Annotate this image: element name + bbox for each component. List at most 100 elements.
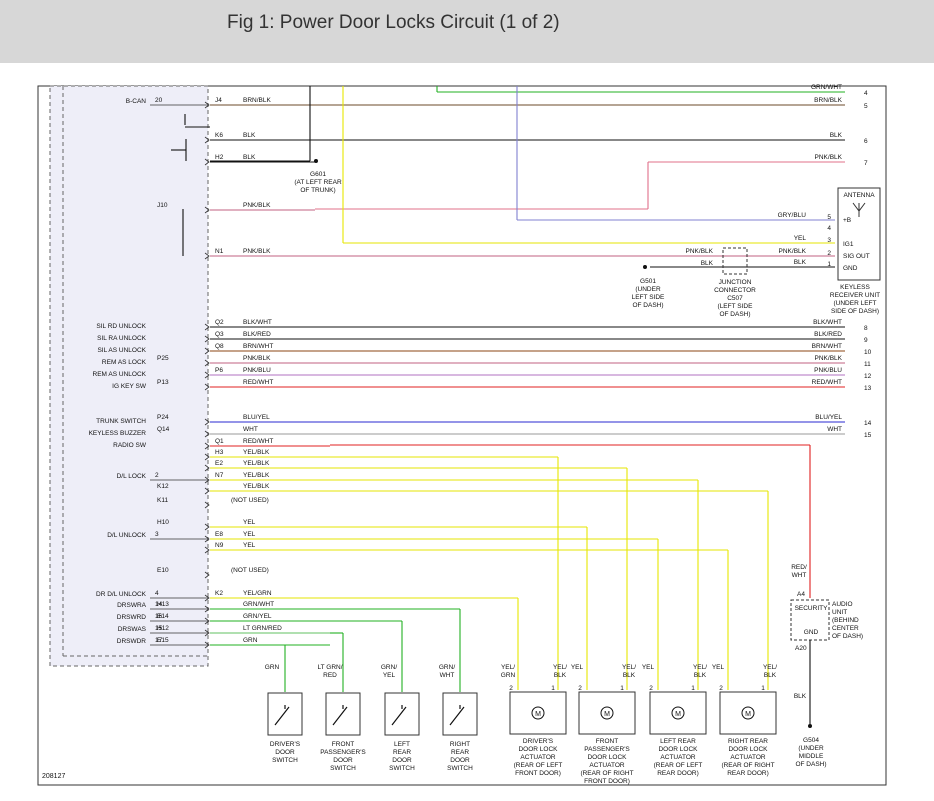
connector-arrow <box>204 347 210 355</box>
pin-number: 10 <box>864 349 872 356</box>
connector-arrow <box>204 136 210 144</box>
signal-label: TRUNK SWITCH <box>96 418 146 425</box>
switch-description: DOOR <box>450 757 470 764</box>
module-pin-label: D/L UNLOCK <box>107 532 146 539</box>
wire-right-label: PNK/BLK <box>815 154 843 161</box>
switch-description: SWITCH <box>389 765 415 772</box>
wire-right-label: BLK/WHT <box>813 319 842 326</box>
switch-description: DOOR <box>333 757 353 764</box>
actuator-description: FRONT DOOR) <box>584 778 630 785</box>
connector-pin-label: H2 <box>215 154 224 161</box>
wire-right-label: GRN/WHT <box>811 84 842 91</box>
connector-pin-label: Q3 <box>215 331 224 338</box>
audio-description: CENTER <box>832 625 859 632</box>
audio-pin-label: A4 <box>797 591 805 598</box>
actuator-description: (REAR OF RIGHT <box>721 762 774 769</box>
audio-description: (BEHIND <box>832 617 859 624</box>
connector-pin-label: P6 <box>215 367 223 374</box>
wire-color-label: GRN/ <box>381 664 397 671</box>
actuator-pin: 2 <box>719 685 723 692</box>
actuator-description: DOOR LOCK <box>518 746 558 753</box>
signal-label: REM AS LOCK <box>102 359 147 366</box>
keyless-pin-label: +B <box>843 217 851 224</box>
connector-arrow <box>204 158 210 166</box>
wire-color-label: YEL/BLK <box>243 449 270 456</box>
junction-description: CONNECTOR <box>714 287 756 294</box>
pin-number: 6 <box>864 138 868 145</box>
pin-number: 5 <box>864 103 868 110</box>
wire-color-label: GRN <box>501 672 516 679</box>
actuator-description: ACTUATOR <box>730 754 765 761</box>
module-pin-label: DRSWRD <box>117 614 147 621</box>
switch-description: REAR <box>393 749 411 756</box>
connector-arrow <box>204 594 210 602</box>
actuator-description: DOOR LOCK <box>728 746 768 753</box>
audio-description: AUDIO <box>832 601 853 608</box>
actuator-description: DRIVER'S <box>523 738 554 745</box>
ground-description: (AT LEFT REAR <box>294 179 342 186</box>
connector-pin-label: H13 <box>157 601 169 608</box>
wire-color-label: PNK/BLU <box>243 367 271 374</box>
switch-description: DRIVER'S <box>270 741 301 748</box>
actuator-description: DOOR LOCK <box>658 746 698 753</box>
diagram-id: 208127 <box>42 773 65 780</box>
signal-label: RADIO SW <box>113 442 147 449</box>
wire-color-label: YEL/ <box>501 664 515 671</box>
module-pin-number: 14 <box>155 601 163 608</box>
connector-pin-label: E8 <box>215 531 223 538</box>
connector-arrow <box>204 523 210 531</box>
actuator-pin: 1 <box>691 685 695 692</box>
switch-description: RIGHT <box>450 741 470 748</box>
switch-description: SWITCH <box>447 765 473 772</box>
keyless-pin-label: SIG OUT <box>843 253 870 260</box>
wire-color-label: RED/WHT <box>243 438 273 445</box>
motor-label: M <box>535 711 541 718</box>
wire-color-label: RED/ <box>791 564 807 571</box>
pin-number: 4 <box>864 90 868 97</box>
wire-right-label: BRN/WHT <box>812 343 842 350</box>
actuator-description: ACTUATOR <box>589 762 624 769</box>
wire-color-label: YEL/BLK <box>243 483 270 490</box>
connector-pin-label: H12 <box>157 625 169 632</box>
connector-arrow <box>204 535 210 543</box>
connector-arrow <box>204 430 210 438</box>
actuator-description: (REAR OF LEFT <box>514 762 563 769</box>
junction-description: OF DASH) <box>719 311 750 318</box>
connector-arrow <box>204 641 210 649</box>
connector-arrow <box>204 464 210 472</box>
connector-arrow <box>204 571 210 579</box>
connector-pin-label: Q8 <box>215 343 224 350</box>
keyless-description: (UNDER LEFT <box>834 300 877 307</box>
wire-color-label: YEL/ <box>763 664 777 671</box>
keyless-pin-number: 3 <box>827 237 831 244</box>
ground-description: MIDDLE <box>799 753 824 760</box>
connector-pin-label: K12 <box>157 483 169 490</box>
actuator-pin: 2 <box>509 685 513 692</box>
antenna-label: ANTENNA <box>843 192 875 199</box>
ground-point <box>314 159 318 163</box>
junction-description: C507 <box>727 295 743 302</box>
wire-color-label: PNK/BLK <box>243 248 271 255</box>
wire-color-label: BRN/BLK <box>243 97 271 104</box>
connector-pin-label: K6 <box>215 132 223 139</box>
wire-right-label: PNK/BLU <box>814 367 842 374</box>
wire-color-label: GRY/BLU <box>778 212 807 219</box>
wire-color-label: BLK <box>623 672 636 679</box>
module-pin-label: DRSWAS <box>118 626 147 633</box>
connector-pin-label: Q1 <box>215 438 224 445</box>
connector-arrow <box>204 476 210 484</box>
body-control-module <box>49 85 209 667</box>
ground-point <box>808 724 812 728</box>
keyless-description: RECEIVER UNIT <box>830 292 880 299</box>
wire-color-label: GRN/YEL <box>243 613 272 620</box>
connector-pin-label: Q14 <box>157 426 170 433</box>
actuator-description: (REAR OF RIGHT <box>580 770 633 777</box>
keyless-pin-number: 5 <box>827 214 831 221</box>
audio-description: UNIT <box>832 609 847 616</box>
ground-description: OF TRUNK) <box>300 187 335 194</box>
module-pin-label: B-CAN <box>126 98 147 105</box>
pin-number: 8 <box>864 325 868 332</box>
connector-pin-label: J4 <box>215 97 222 104</box>
ground-description: (UNDER <box>798 745 824 752</box>
